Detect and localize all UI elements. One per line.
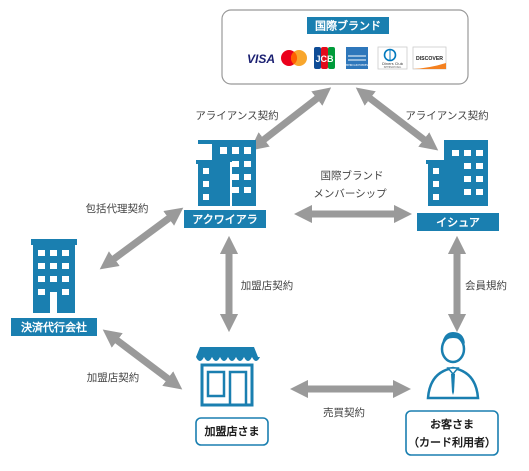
label-psp-merchant: 加盟店契約 xyxy=(87,371,140,384)
mastercard-logo xyxy=(281,50,307,66)
customer-label-line2: （カード利用者） xyxy=(408,435,496,449)
label-psp-acquirer: 包括代理契約 xyxy=(86,202,149,215)
amex-logo: AMERICAN EXPRESS xyxy=(344,47,370,69)
label-issuer-customer: 会員規約 xyxy=(465,279,507,292)
label-acq-issuer-1: 国際ブランド xyxy=(321,169,384,182)
arrow-brand-acquirer xyxy=(249,87,332,151)
acquirer-label: アクワイアラ xyxy=(192,213,257,226)
brand-title: 国際ブランド xyxy=(315,19,381,33)
arrow-psp-acquirer xyxy=(99,207,184,270)
acquirer-building-icon xyxy=(196,140,256,206)
merchant-label-box xyxy=(195,417,269,446)
customer-label-line1: お客さま xyxy=(430,417,474,431)
label-acquirer-merchant: 加盟店契約 xyxy=(241,279,294,292)
svg-text:AMERICAN EXPRESS: AMERICAN EXPRESS xyxy=(344,63,370,67)
issuer-label-bg xyxy=(417,213,499,231)
psp-building-icon xyxy=(31,239,77,313)
psp-label-bg xyxy=(11,318,97,336)
issuer-label: イシュア xyxy=(436,216,480,229)
store-icon xyxy=(196,347,260,407)
svg-text:JCB: JCB xyxy=(315,54,334,64)
svg-text:INTERNATIONAL: INTERNATIONAL xyxy=(384,66,402,69)
label-brand-acquirer: アライアンス契約 xyxy=(195,109,278,122)
merchant-label: 加盟店さま xyxy=(204,424,260,438)
acquirer-label-bg xyxy=(184,210,266,228)
arrow-psp-merchant xyxy=(102,329,183,390)
customer-person-icon xyxy=(426,332,480,400)
visa-logo: VISA xyxy=(247,52,275,66)
svg-text:Diners Club: Diners Club xyxy=(382,62,404,66)
brand-title-bg xyxy=(307,17,389,34)
issuer-building-icon xyxy=(426,140,488,206)
international-brand-box: 国際ブランド VISA JCB AMERICAN EXPRESS xyxy=(221,9,469,85)
psp-label: 決済代行会社 xyxy=(21,320,87,334)
svg-text:VISA: VISA xyxy=(247,52,275,66)
diners-club-logo: Diners Club INTERNATIONAL xyxy=(377,46,408,70)
svg-text:DISCOVER: DISCOVER xyxy=(416,56,443,62)
discover-logo: DISCOVER xyxy=(412,46,447,70)
label-brand-issuer: アライアンス契約 xyxy=(405,109,488,122)
label-merchant-customer: 売買契約 xyxy=(323,406,365,419)
label-acq-issuer-2: メンバーシップ xyxy=(313,188,387,200)
arrow-brand-issuer xyxy=(355,87,439,151)
jcb-logo: JCB xyxy=(314,47,335,69)
relation-arrows xyxy=(99,87,467,399)
customer-label-box xyxy=(405,410,499,456)
